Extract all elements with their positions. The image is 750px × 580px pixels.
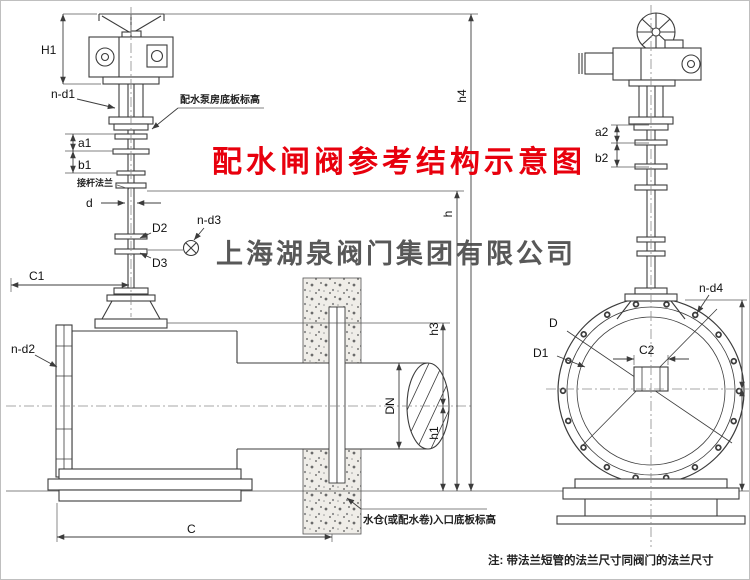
inlet-floor-level-label: 水仓(或配水卷)入口底板标高	[363, 514, 496, 526]
diagram-title: 配水闸阀参考结构示意图	[212, 146, 586, 179]
dim-label-D3: D3	[152, 256, 168, 270]
dim-label-h3: h3	[427, 322, 441, 336]
dim-label-b1: b1	[78, 158, 92, 172]
dim-label-D: D	[549, 316, 558, 330]
dim-label-h: h	[441, 211, 455, 218]
right-view-actuator	[578, 12, 702, 87]
dim-label-D1: D1	[533, 346, 549, 360]
dim-label-C2: C2	[639, 343, 655, 357]
dim-label-n-d3: n-d3	[197, 213, 221, 227]
dim-label-n-d2: n-d2	[11, 342, 35, 356]
company-watermark: 上海湖泉阀门集团有限公司	[216, 239, 576, 269]
stem-flange-label: 接杆法兰	[77, 178, 114, 188]
dim-label-h4: h4	[455, 89, 469, 103]
dim-label-DN: DN	[383, 397, 397, 414]
pump-room-floor-level-label: 配水泵房底板标高	[180, 95, 260, 106]
dim-label-h1: h1	[427, 426, 441, 440]
dim-label-a2: a2	[595, 125, 609, 139]
wall-sleeve-flange	[328, 306, 338, 484]
dim-label-n-d4: n-d4	[699, 281, 723, 295]
dim-label-H1: H1	[41, 43, 57, 57]
dim-label-d: d	[86, 196, 93, 210]
dim-label-b2: b2	[595, 151, 609, 165]
dim-label-C1: C1	[29, 269, 45, 283]
left-view-valve-body	[47, 306, 450, 502]
dimension-labels: H1 n-d1 a1 b1 d D2 n-d3 D3 C1 n-d2 C DN …	[11, 43, 723, 536]
left-view-dimensions	[10, 13, 487, 542]
dim-label-a1: a1	[78, 136, 92, 150]
flange-footnote: 注: 带法兰短管的法兰尺寸同阀门的法兰尺寸	[488, 555, 714, 567]
dim-label-n-d1: n-d1	[51, 87, 75, 101]
dim-label-D2: D2	[152, 221, 168, 235]
wall-sleeve-flange-2	[336, 306, 346, 484]
right-view-dimensions	[556, 124, 747, 491]
centerlines	[6, 5, 749, 547]
dim-label-C: C	[187, 522, 196, 536]
